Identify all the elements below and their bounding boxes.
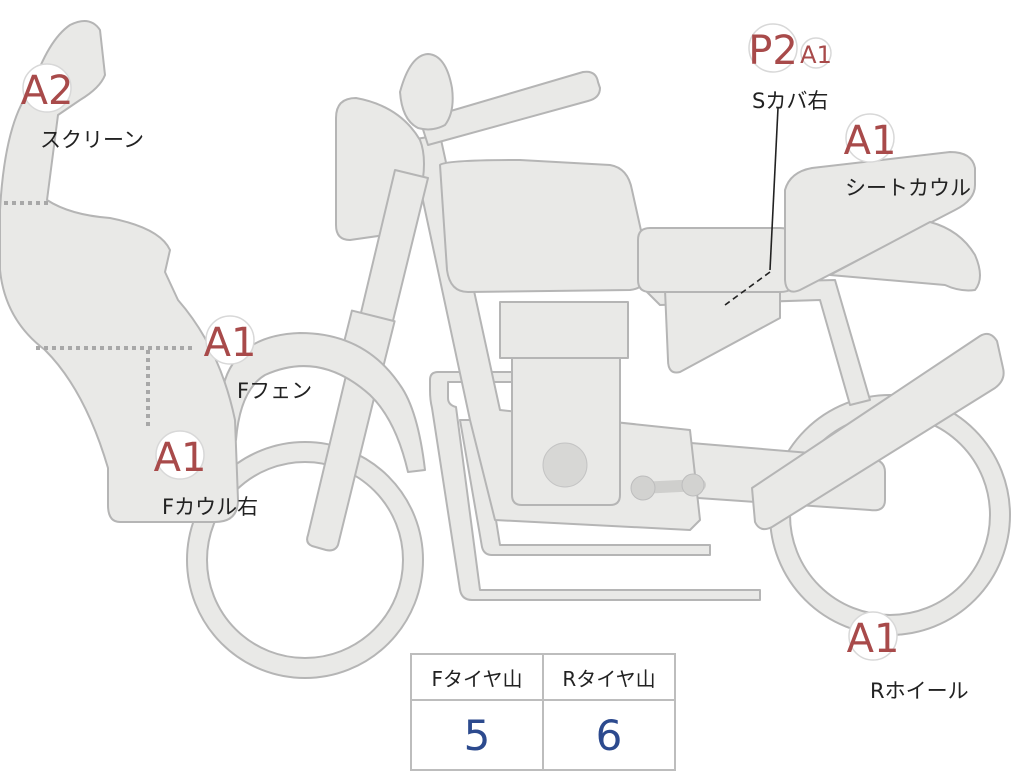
exhaust-pipes: [429, 371, 761, 601]
callout-rear-wheel: A1 Rホイール: [847, 611, 969, 703]
tire-tread-table: Fタイヤ山 Rタイヤ山 5 6: [410, 653, 676, 771]
front-tread-header: Fタイヤ山: [410, 653, 544, 701]
callout-screen-grade: A2: [21, 68, 74, 114]
callout-front-fender-grade: A1: [204, 320, 257, 366]
engine-cover: [542, 442, 588, 488]
engine: [499, 301, 629, 506]
callout-seat-cowl-grade: A1: [844, 118, 897, 164]
seat-cowl: [784, 151, 976, 293]
rear-tread-header: Rタイヤ山: [542, 653, 676, 701]
callout-rear-wheel-label: Rホイール: [870, 679, 969, 703]
callout-front-fender-label: Fフェン: [237, 379, 312, 403]
callout-side-cover-label: Sカバ右: [752, 89, 828, 113]
callout-front-fender: A1 Fフェン: [204, 315, 312, 403]
front-wheel: [186, 441, 424, 679]
rear-fender: [829, 221, 981, 292]
callout-side-cover-grade: P2: [748, 28, 798, 74]
fuel-tank: [439, 159, 650, 293]
side-cover: [664, 289, 781, 374]
callout-side-cover-grade-secondary: A1: [800, 41, 832, 69]
leader-line-side-cover: [769, 107, 779, 271]
front-cowl: [0, 20, 239, 523]
handlebar: [419, 70, 601, 146]
callout-front-cowl: A1 Fカウル右: [154, 430, 258, 519]
callout-rear-wheel-grade: A1: [847, 616, 900, 662]
mirror: [399, 53, 454, 131]
front-tread-value: 5: [410, 699, 544, 771]
front-fender: [219, 332, 426, 473]
muffler: [751, 332, 1005, 531]
footpeg: [630, 473, 706, 501]
callout-seat-cowl: A1 シートカウル: [844, 113, 971, 200]
callout-screen: A2 スクリーン: [21, 63, 144, 152]
rear-tread-value: 6: [542, 699, 676, 771]
callout-screen-label: スクリーン: [40, 128, 144, 152]
callout-front-cowl-label: Fカウル右: [162, 495, 258, 519]
callout-front-cowl-grade: A1: [154, 435, 207, 481]
callout-seat-cowl-label: シートカウル: [845, 176, 971, 200]
callout-side-cover: P2 A1 Sカバ右: [748, 23, 832, 113]
